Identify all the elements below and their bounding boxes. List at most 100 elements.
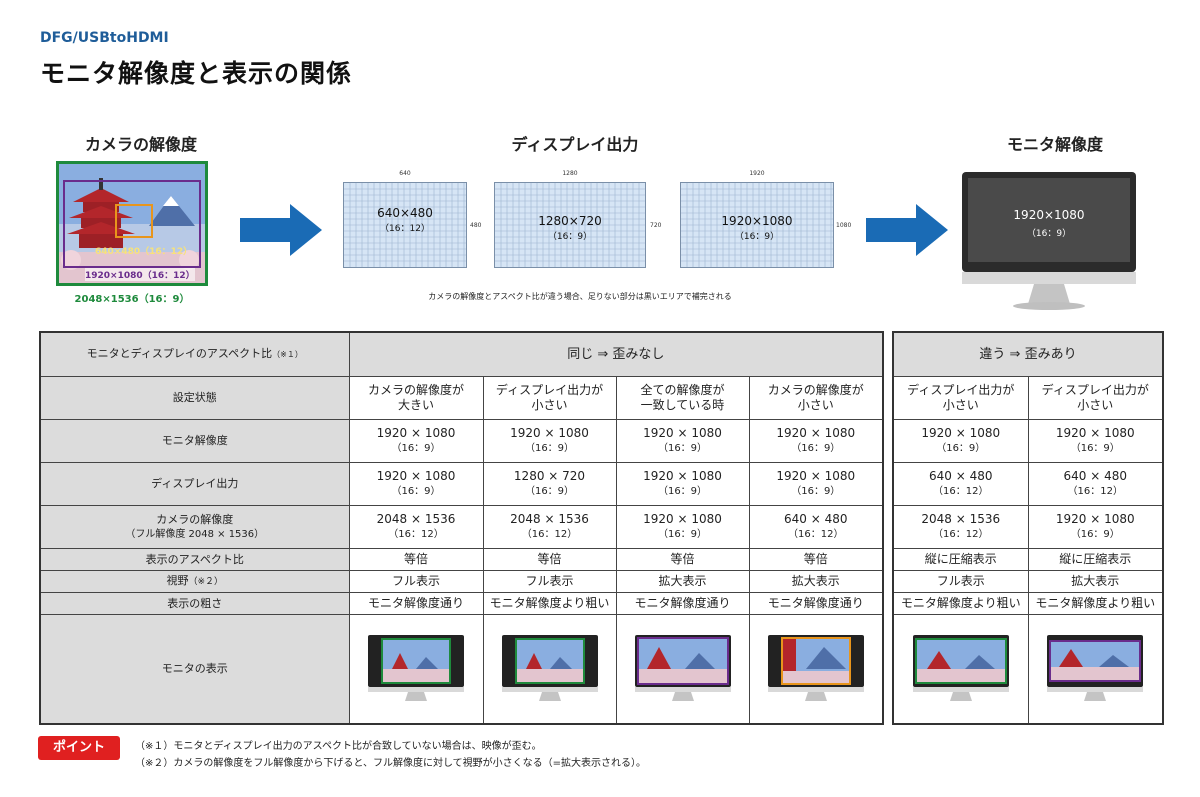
cell-ratio: （16：12） [933,528,989,540]
right-arrow-icon [866,204,948,256]
cell-value: 拡大表示 [615,569,750,593]
row-label-display: ディスプレイ出力 [39,461,350,506]
cell-value: モニタ解像度通り [748,591,884,615]
box-ratio: （16：9） [547,232,593,242]
row-label-coarse: 表示の粗さ [39,591,350,615]
monitor-thumbnail [1027,613,1164,725]
cell-ratio: （16：9） [1070,528,1120,540]
cell-value: 1920 × 1080 [643,425,722,440]
camera-resolution-heading: カメラの解像度 [84,135,197,154]
cell-value: 1920 × 1080 [510,425,589,440]
cell-value: 2048 × 1536 [510,511,589,526]
cell-value: 等倍 [615,547,750,571]
monitor-resolution-label: 1920×1080 [1013,208,1085,222]
cell-value: 640 × 480 [784,511,848,526]
box-resolution: 1280×720 [538,214,602,228]
box-height-label: 1080 [836,222,852,229]
fov-note: （※２） [188,576,224,587]
cell-value: 1280 × 720 [513,468,586,483]
cell-value: モニタ解像度通り [348,591,484,615]
row-label-fov: 視野 [166,573,189,587]
group-same-header: 同じ ⇒ 歪みなし [348,331,884,377]
cell-ratio: （16：9） [657,528,708,540]
box-resolution: 640×480 [377,206,433,220]
setting-line: 全ての解像度が [640,382,725,397]
cell-value: 等倍 [348,547,484,571]
camera-sample-image: 640×480（16：12） 1920×1080（16：12） [56,161,208,286]
monitor-thumbnail [892,613,1029,725]
vga-region-frame [115,204,153,238]
setting-line: カメラの解像度が [767,382,864,397]
grid-pattern [681,183,833,267]
cell-ratio: （16：9） [657,442,708,454]
box-width-label: 1920 [749,170,765,177]
box-ratio: （16：9） [734,232,780,242]
camera-full-resolution-caption: 2048×1536（16：9） [74,294,190,305]
cell-value: フル表示 [892,569,1029,593]
box-ratio: （16：12） [380,224,430,234]
fullhd-region-label: 1920×1080（16：12） [85,268,195,281]
monitor-icon [962,172,1136,310]
cell-ratio: （16：9） [524,485,575,497]
cell-value: 1920 × 1080 [376,425,456,440]
row-label-setting: 設定状態 [39,375,350,420]
setting-line: ディスプレイ出力が [495,382,604,397]
setting-line: 小さい [942,397,979,412]
cell-value: モニタ解像度より粗い [892,591,1029,615]
monitor-thumbnail [482,613,617,725]
monitor-icon [368,634,464,701]
comparison-table-same: モニタとディスプレイのアスペクト比（※１） 同じ ⇒ 歪みなし 設定状態 カメラ… [39,331,885,725]
display-box-1920: 1920×1080 （16：9） [680,182,834,268]
cell-ratio: （16：12） [788,528,844,540]
cell-value: フル表示 [482,569,617,593]
cell-ratio: （16：9） [936,442,986,454]
monitor-thumbnail [348,613,484,725]
cell-ratio: （16：9） [791,442,841,454]
monitor-icon [767,634,864,701]
page-subtitle: DFG/USBtoHDMI [40,30,169,46]
group-diff-header: 違う ⇒ 歪みあり [892,331,1164,377]
box-resolution: 1920×1080 [721,214,793,228]
cell-ratio: （16：9） [391,442,441,454]
display-output-heading: ディスプレイ出力 [511,135,639,154]
cell-ratio: （16：12） [388,528,444,540]
setting-line: 小さい [1077,397,1114,412]
pagoda-scene-illustration [59,164,205,283]
monitor-icon [501,634,598,701]
cell-value: 2048 × 1536 [376,511,456,526]
cell-value: 2048 × 1536 [921,511,1001,526]
grid-pattern [495,183,645,267]
display-box-1280: 1280×720 （16：9） [494,182,646,268]
monitor-resolution-heading: モニタ解像度 [1006,135,1103,154]
aspect-ratio-note: （※１） [272,350,303,360]
box-width-label: 640 [399,170,411,177]
cell-value: 1920 × 1080 [1055,425,1135,440]
display-output-note: カメラの解像度とアスペクト比が違う場合、足りない部分は黒いエリアで補完される [428,292,732,301]
cell-value: モニタ解像度より粗い [1027,591,1164,615]
right-arrow-icon [240,204,322,256]
setting-line: ディスプレイ出力が [907,382,1015,397]
cell-ratio: （16：9） [791,485,841,497]
fullhd-region-frame [63,180,201,268]
cell-value: 等倍 [748,547,884,571]
monitor-thumbnail [615,613,750,725]
cell-ratio: （16：12） [521,528,578,540]
point-badge: ポイント [38,736,120,760]
cell-ratio: （16：12） [1067,485,1123,497]
monitor-thumbnail [748,613,884,725]
monitor-illustration: 1920×1080 （16：9） [962,172,1136,310]
cell-ratio: （16：9） [391,485,441,497]
cell-value: 1920 × 1080 [776,468,856,483]
aspect-ratio-header: モニタとディスプレイのアスペクト比（※１） [39,331,350,377]
page-title: モニタ解像度と表示の関係 [40,59,353,88]
cell-ratio: （16：12） [933,485,989,497]
box-height-label: 720 [650,222,662,229]
setting-line: カメラの解像度が [367,382,464,397]
cell-value: 1920 × 1080 [376,468,456,483]
comparison-table-different: 違う ⇒ 歪みあり ディスプレイ出力が小さい ディスプレイ出力が小さい 1920… [892,331,1165,725]
cell-value: モニタ解像度より粗い [482,591,617,615]
monitor-ratio-label: （16：9） [1026,229,1072,239]
cell-value: 640 × 480 [929,468,993,483]
cell-value: 640 × 480 [1063,468,1128,483]
monitor-icon [634,634,731,701]
